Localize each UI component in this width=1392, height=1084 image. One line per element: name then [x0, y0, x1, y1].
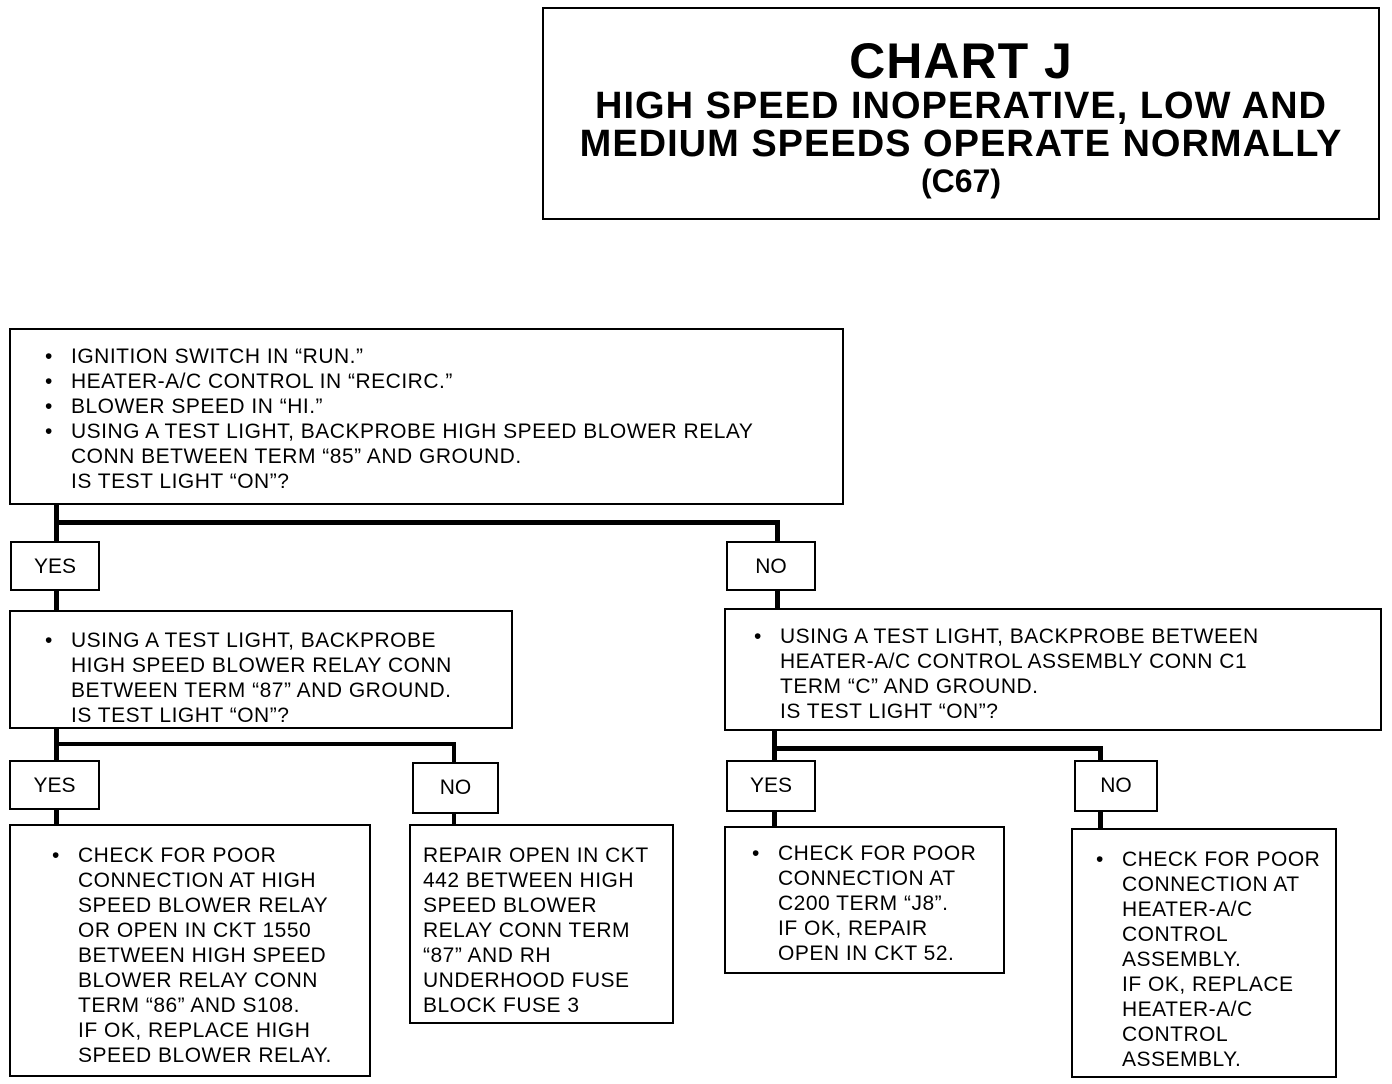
- connector-line: [775, 520, 780, 541]
- text-line: IF OK, REPLACE: [1122, 973, 1294, 996]
- text-line: CONTROL: [1122, 1023, 1229, 1046]
- yes-label: YES: [10, 541, 100, 591]
- result-box-1: CHECK FOR POOR CONNECTION AT HIGH SPEED …: [9, 824, 371, 1077]
- text-line: REPAIR OPEN IN CKT: [423, 844, 649, 867]
- text-line: 442 BETWEEN HIGH: [423, 869, 635, 892]
- bullet-item: CHECK FOR POOR: [1096, 847, 1335, 872]
- connector-line: [772, 810, 777, 828]
- question-box-left: USING A TEST LIGHT, BACKPROBE HIGH SPEED…: [9, 610, 513, 729]
- text-line: BLOCK FUSE 3: [423, 994, 580, 1017]
- question-box-initial: IGNITION SWITCH IN “RUN.” HEATER-A/C CON…: [9, 328, 844, 505]
- text-line: IF OK, REPLACE HIGH: [78, 1019, 311, 1042]
- bullet-item: USING A TEST LIGHT, BACKPROBE: [45, 628, 511, 653]
- bullet-item: USING A TEST LIGHT, BACKPROBE HIGH SPEED…: [45, 419, 842, 444]
- text-line: TERM “86” AND S108.: [78, 994, 300, 1017]
- text-line: CONNECTION AT: [1122, 873, 1300, 896]
- connector-line: [452, 812, 456, 826]
- text-line: IF OK, REPAIR: [778, 917, 928, 940]
- text-line: IS TEST LIGHT “ON”?: [71, 704, 290, 727]
- bullet-item: BLOWER SPEED IN “HI.”: [45, 394, 842, 419]
- no-label: NO: [1074, 760, 1158, 812]
- connector-line: [452, 742, 456, 762]
- text-line: HIGH SPEED BLOWER RELAY CONN: [71, 654, 452, 677]
- text-line: CONNECTION AT: [778, 867, 956, 890]
- text-line: CONN BETWEEN TERM “85” AND GROUND.: [71, 445, 522, 468]
- text-line: IS TEST LIGHT “ON”?: [780, 700, 999, 723]
- text-line: ASSEMBLY.: [1122, 948, 1242, 971]
- text-line: BLOWER RELAY CONN: [78, 969, 318, 992]
- text-line: RELAY CONN TERM: [423, 919, 631, 942]
- connector-line: [54, 589, 59, 612]
- chart-title-box: CHART J HIGH SPEED INOPERATIVE, LOW AND …: [542, 7, 1380, 220]
- bullet-item: HEATER-A/C CONTROL IN “RECIRC.”: [45, 369, 842, 394]
- yes-label: YES: [9, 760, 100, 810]
- text-line: BETWEEN TERM “87” AND GROUND.: [71, 679, 452, 702]
- text-line: OPEN IN CKT 52.: [778, 942, 955, 965]
- result-box-3: CHECK FOR POOR CONNECTION AT C200 TERM “…: [724, 826, 1005, 974]
- text-line: SPEED BLOWER: [423, 894, 598, 917]
- text-line: TERM “C” AND GROUND.: [780, 675, 1039, 698]
- text-line: IS TEST LIGHT “ON”?: [71, 470, 290, 493]
- text-line: HEATER-A/C CONTROL ASSEMBLY CONN C1: [780, 650, 1248, 673]
- text-line: HEATER-A/C: [1122, 898, 1253, 921]
- yes-label: YES: [726, 760, 816, 812]
- connector-line: [772, 729, 777, 762]
- result-box-2: REPAIR OPEN IN CKT 442 BETWEEN HIGH SPEE…: [409, 824, 674, 1024]
- text-line: UNDERHOOD FUSE: [423, 969, 630, 992]
- bullet-item: CHECK FOR POOR: [752, 841, 1003, 866]
- text-line: SPEED BLOWER RELAY.: [78, 1044, 332, 1067]
- bullet-item: USING A TEST LIGHT, BACKPROBE BETWEEN: [754, 624, 1380, 649]
- result-box-4: CHECK FOR POOR CONNECTION AT HEATER-A/C …: [1071, 828, 1337, 1078]
- text-line: CONNECTION AT HIGH: [78, 869, 317, 892]
- bullet-item: CHECK FOR POOR: [52, 843, 369, 868]
- no-label: NO: [726, 541, 816, 591]
- chart-code: (C67): [920, 163, 1001, 199]
- chart-subtitle-line1: HIGH SPEED INOPERATIVE, LOW AND: [595, 85, 1327, 127]
- text-line: SPEED BLOWER RELAY: [78, 894, 329, 917]
- bullet-item: IGNITION SWITCH IN “RUN.”: [45, 344, 842, 369]
- question-box-right: USING A TEST LIGHT, BACKPROBE BETWEEN HE…: [724, 608, 1382, 731]
- text-line: “87” AND RH: [423, 944, 552, 967]
- chart-subtitle-line2: MEDIUM SPEEDS OPERATE NORMALLY: [579, 123, 1343, 165]
- connector-line: [772, 746, 1103, 751]
- connector-line: [1098, 746, 1103, 760]
- connector-line: [54, 742, 456, 746]
- chart-title: CHART J: [849, 33, 1073, 89]
- connector-line: [54, 520, 780, 525]
- connector-line: [1098, 810, 1103, 830]
- connector-line: [54, 808, 59, 826]
- text-line: BETWEEN HIGH SPEED: [78, 944, 327, 967]
- text-line: C200 TERM “J8”.: [778, 892, 949, 915]
- connector-line: [775, 589, 780, 610]
- text-line: CONTROL: [1122, 923, 1229, 946]
- no-label: NO: [412, 762, 499, 814]
- text-line: ASSEMBLY.: [1122, 1048, 1242, 1071]
- text-line: HEATER-A/C: [1122, 998, 1253, 1021]
- text-line: OR OPEN IN CKT 1550: [78, 919, 312, 942]
